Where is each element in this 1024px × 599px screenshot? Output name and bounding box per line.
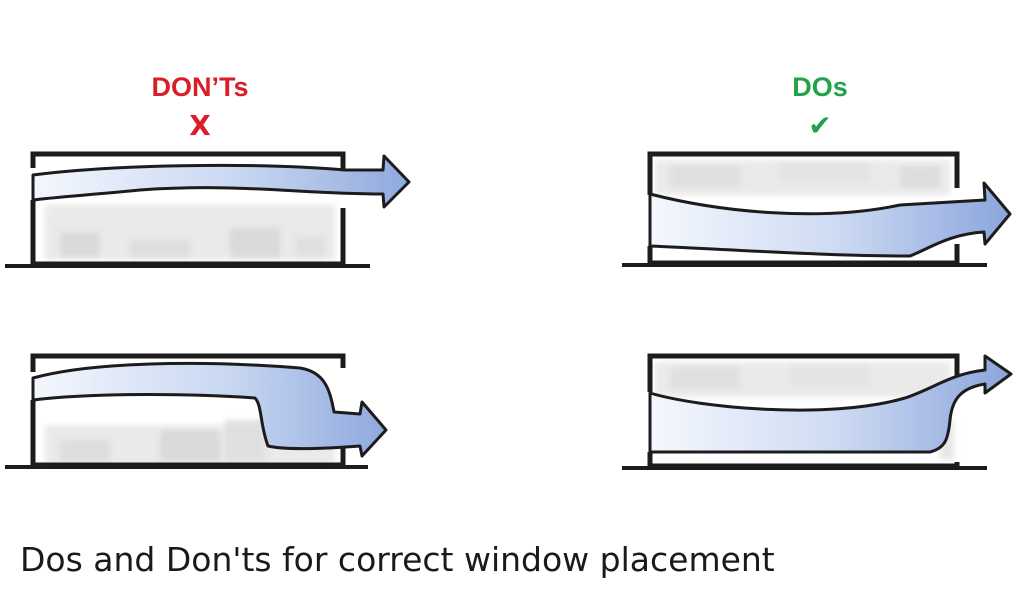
panel-dont-high-outlet — [5, 151, 411, 268]
airflow-arrow-icon — [648, 181, 1012, 258]
room-outline — [30, 353, 346, 372]
dos-heading: DOs — [792, 72, 848, 102]
donts-heading: DON’Ts — [151, 72, 249, 102]
x-icon: X — [189, 109, 211, 142]
airflow-arrow-icon — [31, 154, 411, 209]
room-outline — [30, 151, 346, 170]
airflow-arrow-icon — [31, 361, 388, 458]
room-outline-lower — [647, 452, 960, 469]
panel-do-low-to-high — [622, 353, 1013, 470]
room-clutter — [45, 205, 335, 260]
panel-dont-short-circuit — [5, 353, 388, 469]
airflow-arrow-icon — [648, 354, 1013, 454]
check-icon: ✔ — [808, 109, 832, 142]
panel-do-cross-ventilation — [622, 151, 1012, 267]
room-clutter — [655, 160, 950, 195]
room-outline — [647, 151, 960, 195]
figure-caption: Dos and Don'ts for correct window placem… — [20, 540, 775, 579]
